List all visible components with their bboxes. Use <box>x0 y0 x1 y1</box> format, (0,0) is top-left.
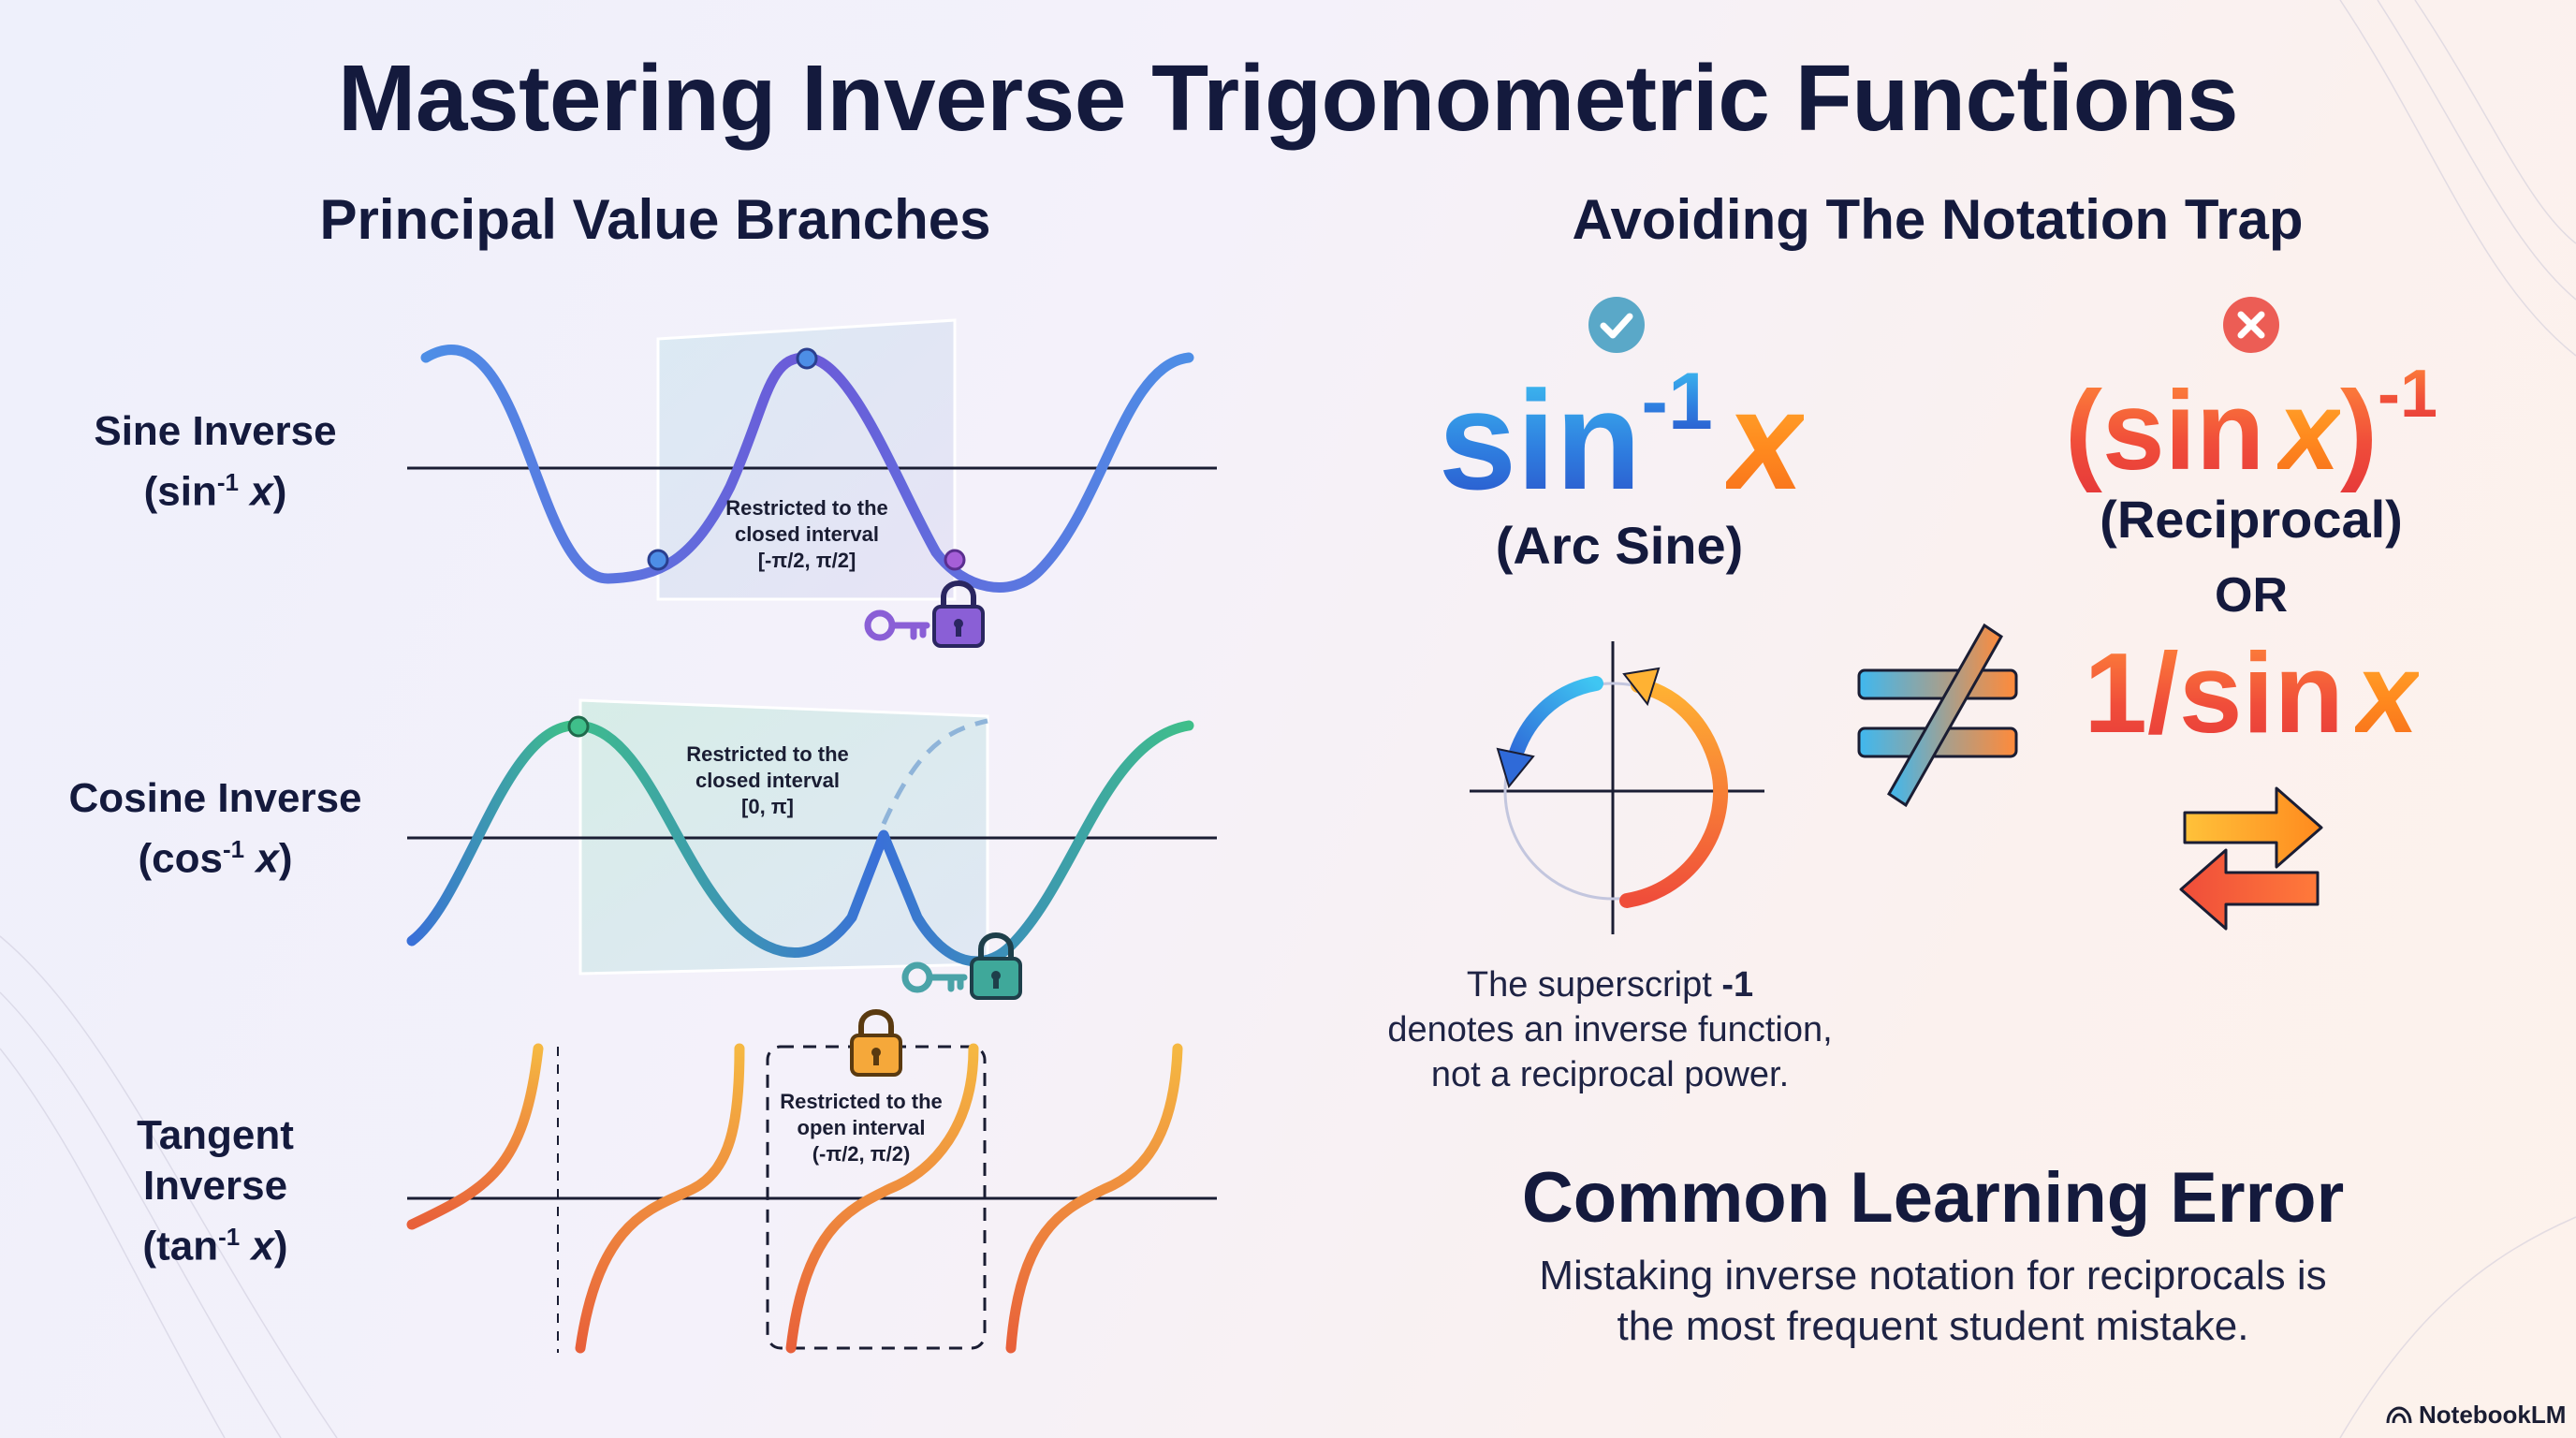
cosine-curve <box>406 720 1194 967</box>
superscript-note: The superscript -1 denotes an inverse fu… <box>1387 965 1833 1094</box>
page-title: Mastering Inverse Trigonometric Function… <box>338 46 2238 151</box>
sine-note-1: Restricted to the <box>725 496 888 520</box>
cosine-note-2: closed interval <box>695 769 840 792</box>
brand-name: NotebookLM <box>2419 1401 2567 1429</box>
arcsine-caption: (Arc Sine) <box>1495 516 1744 575</box>
sine-restricted-panel <box>656 318 957 601</box>
swap-arrows-icon <box>2179 786 2323 931</box>
sine-right-endpoint <box>944 549 966 571</box>
cosine-dashed-curve <box>881 718 988 826</box>
lock-icon <box>850 1009 902 1077</box>
right-heading: Avoiding The Notation Trap <box>1572 188 2304 251</box>
left-heading: Principal Value Branches <box>319 188 991 251</box>
tangent-note-1: Restricted to the <box>780 1090 943 1113</box>
cosine-inverse-label: Cosine Inverse (cos-1 x) <box>68 775 362 882</box>
brand-mark: NotebookLM <box>2385 1401 2566 1430</box>
sine-note-2: closed interval <box>735 522 879 546</box>
error-title: Common Learning Error <box>1521 1158 2345 1238</box>
cosine-note-3: [0, π] <box>741 795 794 818</box>
tangent-note-3: (-π/2, π/2) <box>812 1142 911 1166</box>
tangent-branch-3 <box>785 1043 979 1354</box>
or-label: OR <box>2215 568 2288 623</box>
reciprocal-caption: (Reciprocal) <box>2100 490 2403 549</box>
cosine-max-point <box>567 715 590 738</box>
tangent-branch-2 <box>575 1043 745 1354</box>
error-body: Mistaking inverse notation for reciproca… <box>1539 1253 2327 1349</box>
tangent-branch-1 <box>406 1043 544 1230</box>
sine-left-endpoint <box>647 549 669 571</box>
one-over-sin-notation: 1/sinx <box>2084 629 2419 756</box>
sine-max-point <box>796 347 818 370</box>
lock-icon <box>970 932 1022 1000</box>
notebooklm-logo-icon <box>2386 1405 2412 1423</box>
check-icon <box>1588 297 1645 353</box>
not-equal-icon <box>1857 623 2018 808</box>
branch-graphs: Restricted to the closed interval [-π/2,… <box>406 318 1217 1354</box>
lock-icon <box>932 580 985 648</box>
key-icon <box>901 961 968 993</box>
key-icon <box>864 609 930 641</box>
cosine-note-1: Restricted to the <box>686 742 849 766</box>
tangent-inverse-label: Tangent Inverse (tan-1 x) <box>137 1112 294 1269</box>
sine-inverse-label: Sine Inverse (sin-1 x) <box>94 408 337 515</box>
rotation-arrows-icon <box>1470 641 1764 934</box>
tangent-note-2: open interval <box>798 1116 926 1139</box>
arcsine-notation: sin-1x <box>1438 357 1805 519</box>
sine-note-3: [-π/2, π/2] <box>758 549 856 572</box>
tangent-branch-4 <box>1005 1043 1183 1354</box>
cross-icon <box>2223 297 2279 353</box>
